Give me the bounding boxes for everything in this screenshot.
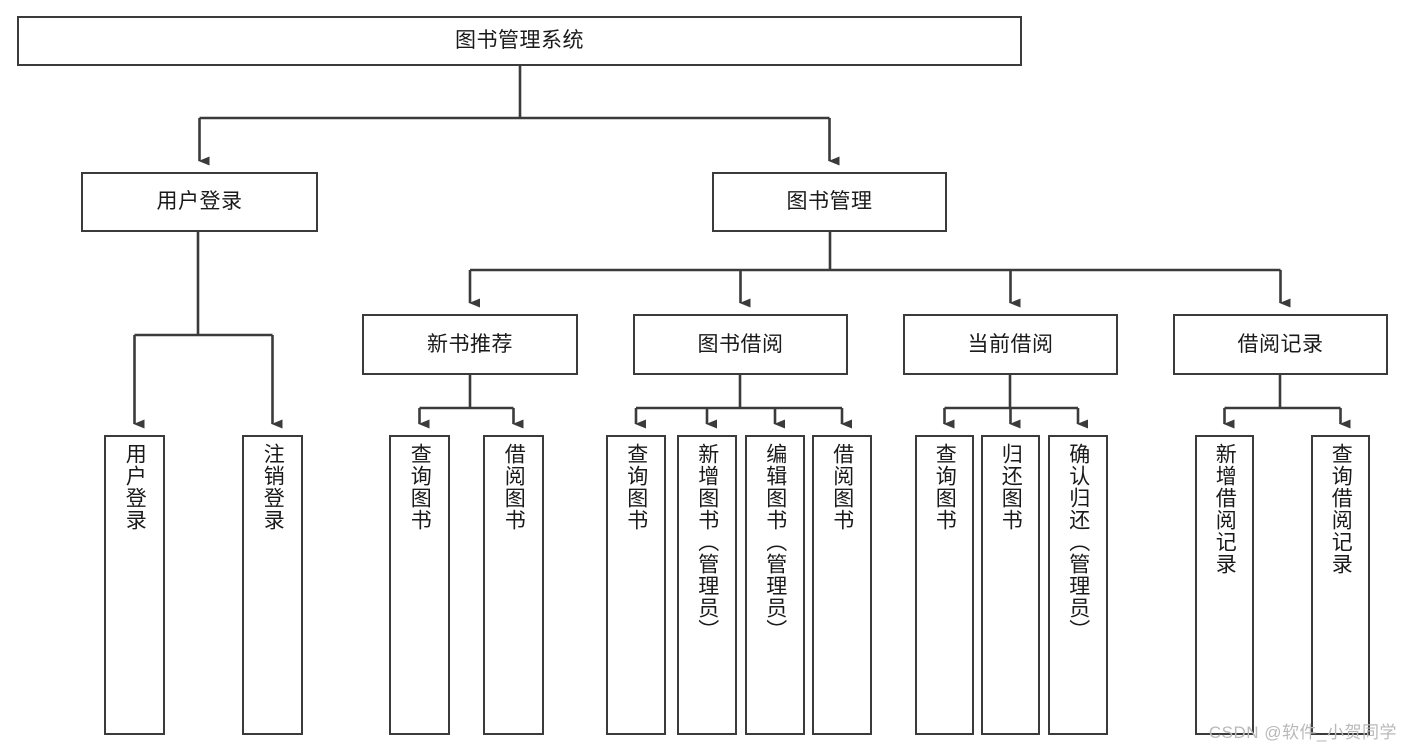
node-current-borrow[interactable]: 当前借阅 bbox=[903, 314, 1118, 375]
node-leaf-user-login[interactable]: 用户登录 bbox=[104, 435, 165, 735]
node-label-book-manage: 图书管理 bbox=[786, 190, 873, 214]
node-new-book-rec[interactable]: 新书推荐 bbox=[362, 314, 578, 375]
watermark-text: CSDN @软件_小贺同学 bbox=[1208, 723, 1397, 742]
node-leaf-rec-borrow-book[interactable]: 借阅图书 bbox=[483, 435, 544, 735]
node-leaf-cur-confirm-return[interactable]: 确认归还（管理员） bbox=[1048, 435, 1108, 735]
node-label-user-login: 用户登录 bbox=[156, 190, 243, 214]
node-leaf-cur-query-book[interactable]: 查询图书 bbox=[915, 435, 974, 735]
node-book-borrow[interactable]: 图书借阅 bbox=[633, 314, 848, 375]
node-label-leaf-rec-add-record: 新增借阅记录 bbox=[1213, 443, 1237, 575]
node-label-leaf-borrow-borrow-book: 借阅图书 bbox=[830, 443, 854, 531]
node-leaf-cur-return-book[interactable]: 归还图书 bbox=[981, 435, 1040, 735]
node-root[interactable]: 图书管理系统 bbox=[17, 16, 1022, 66]
node-label-book-borrow: 图书借阅 bbox=[697, 332, 784, 356]
node-label-leaf-cur-query-book: 查询图书 bbox=[933, 443, 957, 531]
connector-paths bbox=[133, 66, 1351, 429]
node-leaf-rec-add-record[interactable]: 新增借阅记录 bbox=[1195, 435, 1254, 735]
node-borrow-record[interactable]: 借阅记录 bbox=[1173, 314, 1388, 375]
node-label-leaf-user-logout: 注销登录 bbox=[261, 443, 285, 531]
node-leaf-borrow-query-book[interactable]: 查询图书 bbox=[606, 435, 666, 735]
node-label-leaf-borrow-add-book: 新增图书（管理员） bbox=[695, 443, 719, 641]
node-leaf-borrow-edit-book[interactable]: 编辑图书（管理员） bbox=[745, 435, 805, 735]
node-label-root: 图书管理系统 bbox=[455, 29, 584, 53]
node-label-leaf-rec-query-record: 查询借阅记录 bbox=[1329, 443, 1353, 575]
node-leaf-rec-query-book[interactable]: 查询图书 bbox=[389, 435, 450, 735]
node-label-leaf-rec-query-book: 查询图书 bbox=[408, 443, 432, 531]
node-label-leaf-cur-return-book: 归还图书 bbox=[999, 443, 1023, 531]
node-user-login[interactable]: 用户登录 bbox=[81, 172, 318, 232]
node-leaf-borrow-borrow-book[interactable]: 借阅图书 bbox=[812, 435, 872, 735]
node-label-leaf-cur-confirm-return: 确认归还（管理员） bbox=[1066, 443, 1090, 641]
node-leaf-user-logout[interactable]: 注销登录 bbox=[242, 435, 303, 735]
node-label-borrow-record: 借阅记录 bbox=[1237, 332, 1324, 356]
node-label-leaf-rec-borrow-book: 借阅图书 bbox=[502, 443, 526, 531]
node-book-manage[interactable]: 图书管理 bbox=[712, 172, 947, 232]
node-label-current-borrow: 当前借阅 bbox=[967, 332, 1054, 356]
node-label-leaf-borrow-edit-book: 编辑图书（管理员） bbox=[763, 443, 787, 641]
node-label-leaf-borrow-query-book: 查询图书 bbox=[624, 443, 648, 531]
node-leaf-borrow-add-book[interactable]: 新增图书（管理员） bbox=[677, 435, 737, 735]
node-label-new-book-rec: 新书推荐 bbox=[427, 332, 513, 356]
node-label-leaf-user-login: 用户登录 bbox=[123, 443, 147, 531]
node-leaf-rec-query-record[interactable]: 查询借阅记录 bbox=[1311, 435, 1370, 735]
